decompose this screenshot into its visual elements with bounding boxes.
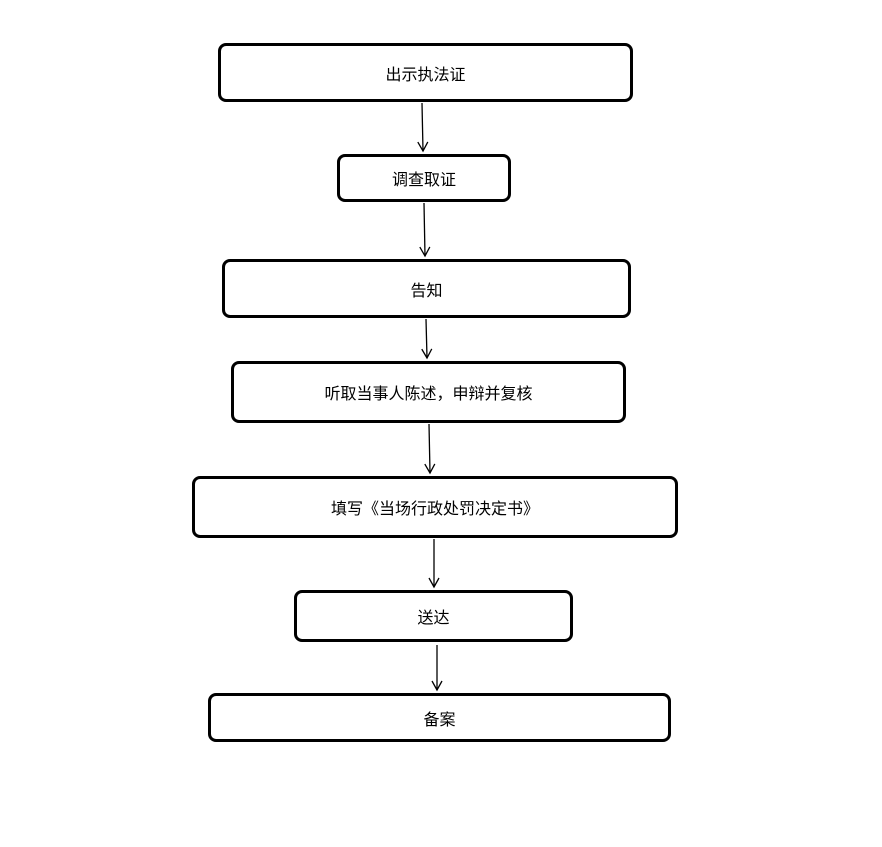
step-label: 听取当事人陈述，申辩并复核 [324,384,533,403]
step-hear-statement: 听取当事人陈述，申辩并复核 [231,361,626,423]
step-label: 备案 [423,709,456,729]
step-label: 出示执法证 [385,64,466,84]
arrow-4-to-5 [424,423,436,475]
step-show-credentials: 出示执法证 [218,43,633,102]
arrow-3-to-4 [421,318,433,360]
step-file-record: 备案 [208,693,671,742]
step-label: 送达 [417,608,450,627]
arrow-2-to-3 [419,202,431,258]
step-label: 填写《当场行政处罚决定书》 [330,499,539,518]
step-notify: 告知 [222,259,631,318]
step-investigate-evidence: 调查取证 [337,154,511,202]
step-label: 调查取证 [391,170,456,189]
arrow-1-to-2 [417,102,429,153]
step-label: 告知 [410,280,443,300]
step-fill-decision-form: 填写《当场行政处罚决定书》 [192,476,678,538]
step-deliver: 送达 [294,590,573,642]
